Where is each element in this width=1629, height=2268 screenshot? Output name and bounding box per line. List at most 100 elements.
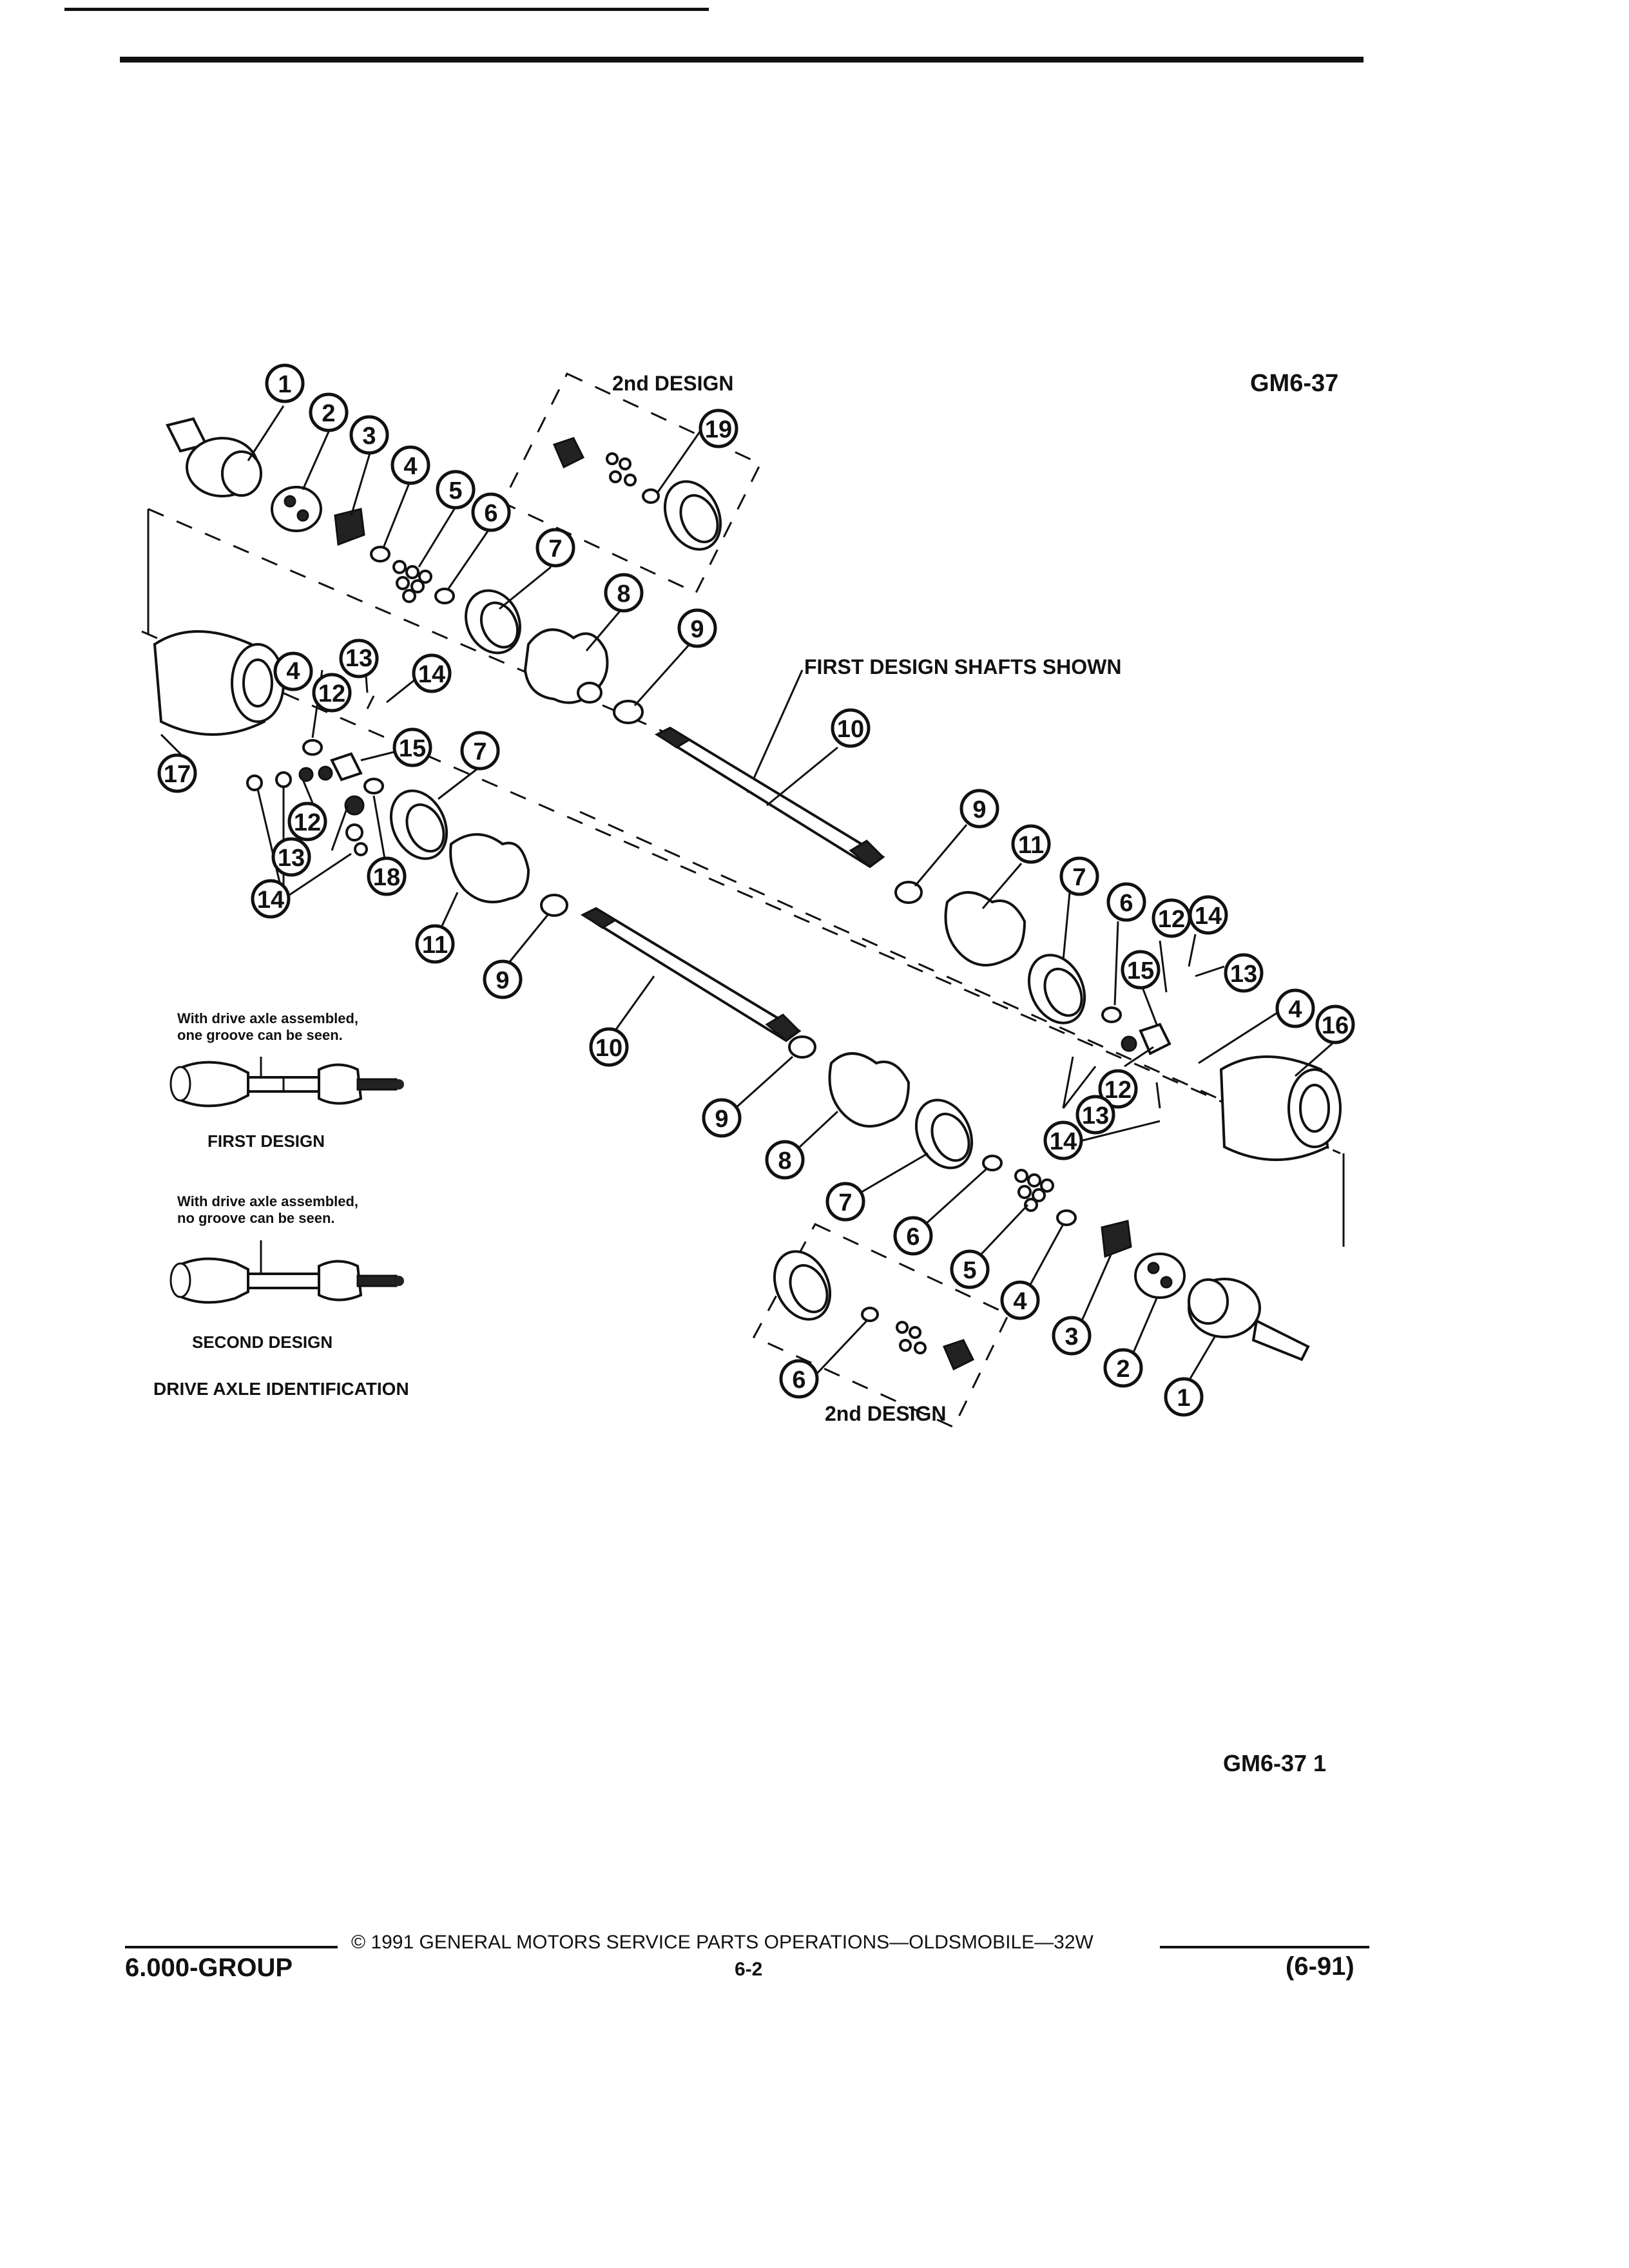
callout-4-lower: 4 <box>1000 1280 1040 1320</box>
svg-text:2: 2 <box>1116 1356 1130 1383</box>
spider-15-right <box>1121 1023 1171 1055</box>
callout-6-bottom-box: 6 <box>779 1359 819 1399</box>
ring-18 <box>363 778 384 794</box>
callout-2-top: 2 <box>309 392 349 432</box>
svg-text:18: 18 <box>373 864 400 891</box>
race-upper <box>334 508 365 546</box>
boot-11-upper <box>944 891 1027 966</box>
callout-16: 16 <box>1315 1004 1355 1044</box>
callout-14-left-lower: 14 <box>251 879 291 919</box>
svg-text:7: 7 <box>473 738 487 765</box>
callout-9-lower: 9 <box>702 1098 742 1138</box>
ring-6-upper <box>434 588 455 604</box>
housing-17-left <box>153 630 285 736</box>
svg-text:1: 1 <box>1177 1385 1190 1412</box>
footer-group: 6.000-GROUP <box>125 1954 293 1982</box>
callout-8-lower: 8 <box>765 1140 805 1180</box>
svg-text:1: 1 <box>278 371 291 398</box>
svg-text:19: 19 <box>705 416 732 443</box>
ring-6-lower <box>982 1155 1003 1171</box>
second-design-bottom-parts <box>773 1250 975 1371</box>
boot-8-upper <box>523 628 609 704</box>
callout-7-top: 7 <box>535 528 575 568</box>
svg-text:6: 6 <box>1119 890 1133 917</box>
ring-4-upper <box>370 546 390 562</box>
callout-2-lower: 2 <box>1103 1348 1143 1388</box>
clamp-9-lower-right <box>788 1035 816 1059</box>
footer-rule-left <box>125 1946 338 1948</box>
callout-9-left: 9 <box>483 959 523 999</box>
svg-text:7: 7 <box>838 1189 852 1216</box>
svg-text:10: 10 <box>595 1035 622 1062</box>
race-lower <box>1101 1220 1132 1258</box>
second-design-bottom-box <box>752 1223 1010 1428</box>
svg-text:15: 15 <box>399 735 426 762</box>
ring-6-upper-right <box>1101 1006 1122 1023</box>
callout-7-left: 7 <box>460 731 500 771</box>
svg-text:5: 5 <box>448 477 462 505</box>
svg-text:10: 10 <box>837 716 864 743</box>
clamp-7-lower-right <box>914 1099 974 1169</box>
callout-8-top: 8 <box>604 573 644 613</box>
cage-lower <box>1134 1253 1186 1299</box>
top-rule <box>120 57 1364 62</box>
svg-text:8: 8 <box>617 581 630 608</box>
second-design-caption-line1: With drive axle assembled, <box>177 1193 359 1209</box>
svg-text:13: 13 <box>1230 961 1257 988</box>
footer-date-code: (6-91) <box>1286 1952 1354 1981</box>
svg-text:12: 12 <box>1158 906 1185 933</box>
footer-rule-right <box>1160 1946 1369 1948</box>
callout-13-right-lower: 13 <box>1075 1095 1115 1135</box>
footer-copyright: © 1991 GENERAL MOTORS SERVICE PARTS OPER… <box>351 1932 1094 1953</box>
svg-text:13: 13 <box>278 845 305 872</box>
svg-text:5: 5 <box>963 1257 976 1284</box>
outer-joint-housing-upper <box>166 417 262 497</box>
callout-13-right: 13 <box>1224 953 1264 993</box>
balls-upper <box>392 560 432 603</box>
callout-6-lower: 6 <box>893 1216 933 1256</box>
callout-15-left: 15 <box>392 727 432 767</box>
housing-16-right <box>1219 1055 1342 1161</box>
callout-1-lower: 1 <box>1164 1377 1204 1417</box>
drive-axle-identification-title: DRIVE AXLE IDENTIFICATION <box>153 1379 409 1399</box>
second-design-top-box <box>501 372 762 594</box>
svg-text:14: 14 <box>1195 903 1222 930</box>
svg-text:13: 13 <box>345 645 372 672</box>
svg-text:6: 6 <box>792 1367 805 1394</box>
second-design-axle-illustration <box>169 1240 404 1304</box>
callout-17: 17 <box>157 753 197 793</box>
svg-text:15: 15 <box>1127 957 1154 985</box>
svg-text:12: 12 <box>318 680 345 707</box>
svg-text:8: 8 <box>778 1148 791 1175</box>
first-design-axle-illustration <box>169 1057 404 1108</box>
svg-text:6: 6 <box>906 1224 920 1251</box>
footer-page-number: 6-2 <box>735 1959 763 1980</box>
callout-3-top: 3 <box>349 415 389 455</box>
second-design-caption-line2: no groove can be seen. <box>177 1210 335 1226</box>
spider-15-left <box>246 752 368 856</box>
callout-12-right: 12 <box>1152 898 1191 938</box>
clamp-9-lower-left <box>540 894 568 917</box>
first-design-caption-line2: one groove can be seen. <box>177 1027 343 1043</box>
svg-text:9: 9 <box>496 967 509 994</box>
callout-5-top: 5 <box>436 470 476 510</box>
ring-4-lower-left <box>302 739 323 756</box>
svg-text:13: 13 <box>1082 1102 1109 1129</box>
boot-8-lower <box>828 1052 911 1128</box>
second-design-bottom-label: 2nd DESIGN <box>825 1402 946 1425</box>
svg-text:4: 4 <box>403 453 417 480</box>
callout-4-left: 4 <box>273 651 313 691</box>
clamp-9-upper <box>613 700 644 724</box>
svg-text:3: 3 <box>1065 1323 1078 1350</box>
svg-text:17: 17 <box>164 761 191 788</box>
callout-7-right: 7 <box>1059 856 1099 896</box>
section-dash-middle <box>141 630 1341 1155</box>
svg-text:12: 12 <box>1104 1077 1132 1104</box>
clamp-9-upper-right <box>894 881 923 904</box>
callout-10-top: 10 <box>831 708 871 748</box>
svg-text:14: 14 <box>257 887 284 914</box>
callout-15-right: 15 <box>1121 950 1161 990</box>
callout-12-right-lower: 12 <box>1098 1069 1138 1109</box>
first-design-label: FIRST DESIGN <box>207 1131 325 1151</box>
